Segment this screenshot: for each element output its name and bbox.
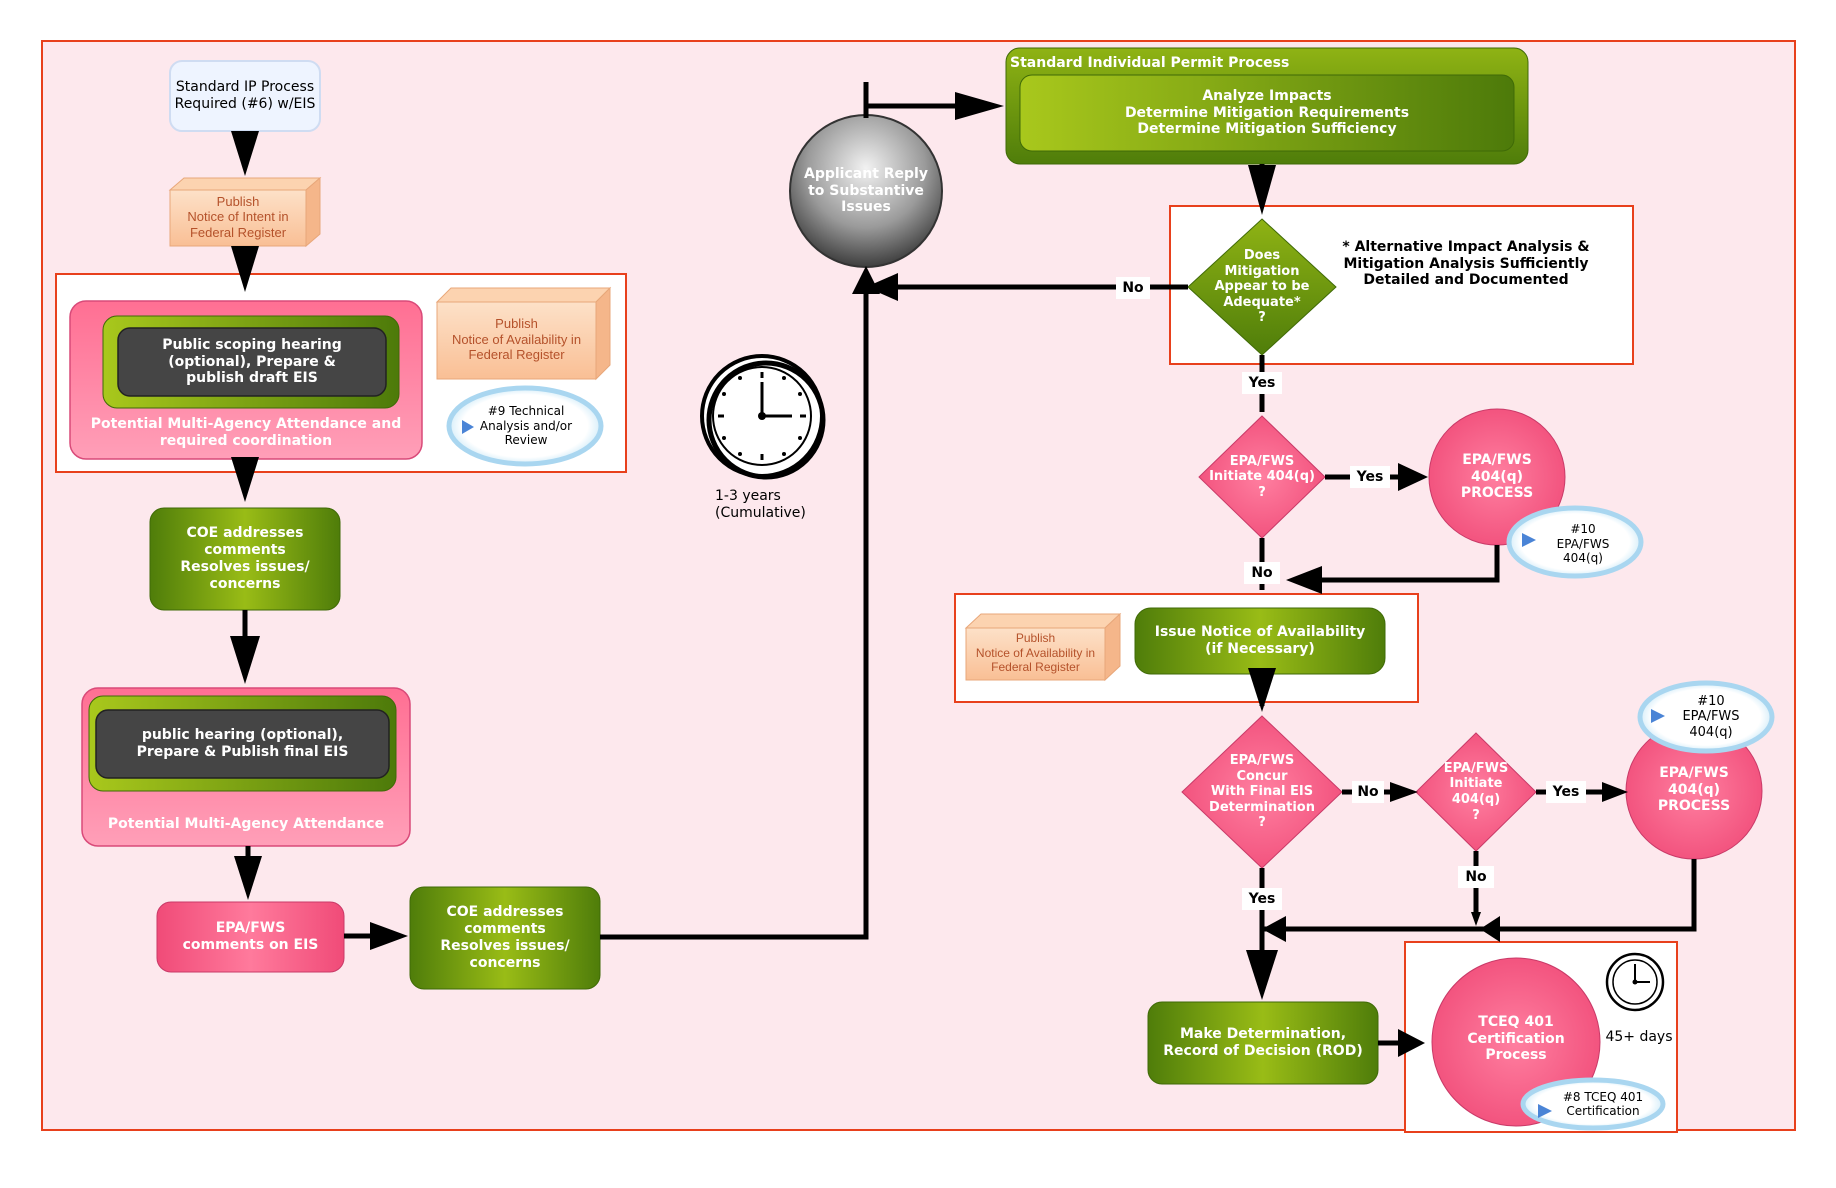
sip-steps: Analyze Impacts Determine Mitigation Req…	[1124, 87, 1410, 138]
clock-icon	[700, 354, 826, 480]
publish-intent-shape	[168, 176, 322, 248]
tech-review-bubble: #9 Technical Analysis and/or Review	[479, 404, 573, 448]
tceq-bubble: #8 TCEQ 401 Certification	[1562, 1089, 1644, 1118]
play-icon	[1522, 533, 1536, 547]
edge-label-no-initiate-2: No	[1458, 866, 1494, 888]
edge-process2-return	[1500, 859, 1697, 932]
edge-label-no-mitigation: No	[1116, 277, 1150, 299]
publish-availability-note: Publish Notice of Availability in Federa…	[451, 316, 582, 363]
coe-comments-1: COE addresses comments Resolves issues/ …	[180, 525, 310, 592]
process-404q-2: EPA/FWS 404(q) PROCESS	[1657, 764, 1731, 815]
tceq-bubble-shape	[1520, 1077, 1666, 1131]
start-box: Standard IP Process Required (#6) w/EIS	[174, 79, 316, 112]
sip-title: Standard Individual Permit Process	[1010, 54, 1290, 71]
process-404q-1: EPA/FWS 404(q) PROCESS	[1460, 451, 1534, 502]
bubble-404q-2-shape	[1637, 680, 1775, 754]
edge-process1-return	[1310, 545, 1500, 583]
tceq-process: TCEQ 401 Certification Process	[1467, 1013, 1565, 1064]
publish-availability-2-shape	[964, 612, 1122, 682]
edge-label-yes-concur: Yes	[1242, 888, 1282, 910]
concur-diamond: EPA/FWS Concur With Final EIS Determinat…	[1209, 753, 1315, 831]
clock-label: 1-3 years (Cumulative)	[715, 488, 806, 521]
edge-label-no-concur: No	[1352, 781, 1384, 803]
play-icon	[462, 420, 474, 434]
publish-intent-note: Publish Notice of Intent in Federal Regi…	[187, 193, 289, 240]
mitigation-diamond: Does Mitigation Appear to be Adequate* ?	[1214, 248, 1310, 326]
sip-inner-shape	[1019, 74, 1515, 152]
edge-label-yes-mitigation: Yes	[1242, 372, 1282, 394]
final-eis-caption: Potential Multi-Agency Attendance	[107, 815, 385, 832]
bubble-404q-1-shape	[1506, 505, 1644, 579]
mitigation-note: * Alternative Impact Analysis & Mitigati…	[1342, 238, 1590, 289]
initiate-404q-2: EPA/FWS Initiate 404(q) ?	[1443, 760, 1509, 823]
play-icon	[1651, 709, 1665, 723]
publish-availability-shape	[435, 286, 612, 381]
coe-comments-2: COE addresses comments Resolves issues/ …	[440, 904, 570, 971]
issue-notice: Issue Notice of Availability (if Necessa…	[1154, 624, 1366, 657]
arrowheads	[230, 92, 1628, 1057]
final-eis-dark-shape	[95, 709, 390, 779]
scoping-dark-shape	[117, 327, 387, 397]
bubble-404q-2: #10 EPA/FWS 404(q)	[1682, 693, 1740, 740]
publish-availability-2-note: Publish Notice of Availability in Federa…	[975, 631, 1096, 675]
scoping-caption: Potential Multi-Agency Attendance and re…	[90, 416, 402, 449]
tceq-days: 45+ days	[1605, 1028, 1673, 1045]
small-clock-icon	[1605, 952, 1665, 1012]
edge-label-yes-initiate-2: Yes	[1546, 781, 1586, 803]
initiate-404q-1: EPA/FWS Initiate 404(q) ?	[1209, 453, 1315, 500]
edge-label-no-initiate-1: No	[1244, 562, 1280, 584]
scoping-hearing-box: Public scoping hearing (optional), Prepa…	[162, 336, 342, 387]
epa-comments: EPA/FWS comments on EIS	[182, 920, 319, 953]
bubble-404q-1: #10 EPA/FWS 404(q)	[1556, 522, 1610, 566]
edge-coe2-to-applicant	[600, 290, 869, 940]
tech-review-bubble-shape	[446, 385, 604, 467]
make-determination: Make Determination, Record of Decision (…	[1163, 1026, 1363, 1059]
applicant-reply: Applicant Reply to Substantive Issues	[804, 165, 928, 216]
play-icon	[1538, 1104, 1552, 1118]
edge-label-yes-initiate-1: Yes	[1350, 466, 1390, 488]
final-eis-box: public hearing (optional), Prepare & Pub…	[136, 727, 349, 760]
